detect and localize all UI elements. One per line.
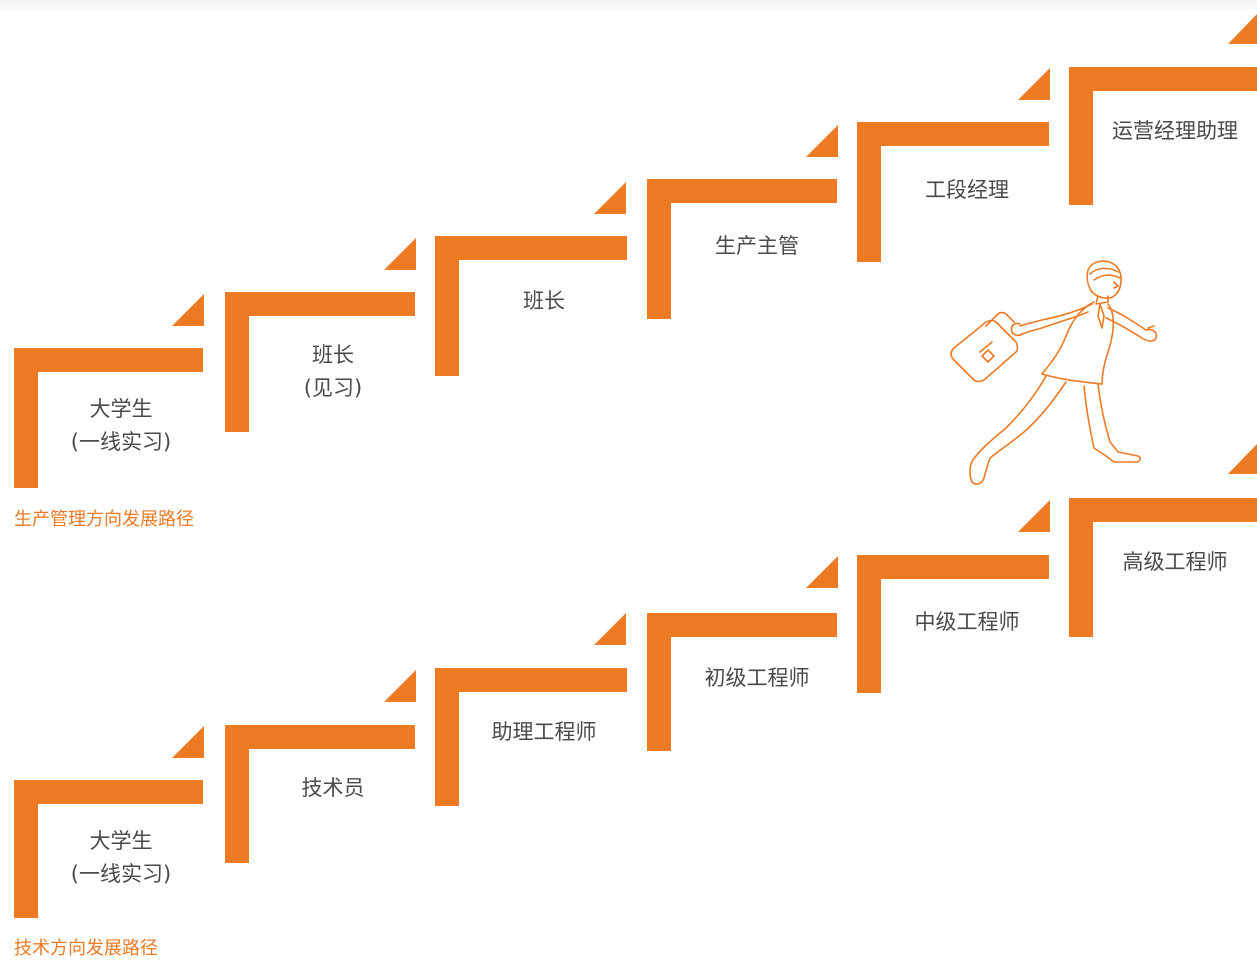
management-step-corner-2: [384, 238, 416, 270]
technical-path-title: 技术方向发展路径: [14, 938, 158, 959]
technical-step-corner-1: [172, 726, 204, 758]
management-step-4-label: 生产主管: [715, 234, 799, 258]
management-step-6-label: 运营经理助理: [1112, 119, 1238, 143]
management-step-3-label: 班长: [523, 289, 565, 313]
management-step-corner-1: [172, 294, 204, 326]
management-step-corner-4: [806, 125, 838, 157]
management-step-5-label: 工段经理: [925, 178, 1009, 202]
technical-step-4-label: 初级工程师: [704, 666, 810, 690]
technical-step-corner-3: [594, 613, 626, 645]
running-businessman-icon: [950, 260, 1158, 485]
technical-step-corner-6: [1228, 444, 1257, 474]
management-step-corner-5: [1018, 68, 1050, 100]
management-step-2-label: 班长(见习): [303, 343, 363, 400]
management-path-title: 生产管理方向发展路径: [14, 509, 194, 530]
technical-step-corner-5: [1018, 500, 1050, 532]
technical-step-1-label: 大学生(一线实习): [70, 829, 172, 886]
technical-step-3-label: 助理工程师: [491, 720, 597, 744]
technical-step-6-label: 高级工程师: [1122, 550, 1228, 574]
management-step-corner-6: [1228, 14, 1257, 44]
top-border: [0, 0, 1257, 9]
technical-step-2-label: 技术员: [301, 776, 365, 800]
management-step-1-label: 大学生(一线实习): [70, 397, 172, 454]
technical-step-corner-2: [384, 670, 416, 702]
management-step-corner-3: [594, 182, 626, 214]
technical-step-corner-4: [806, 556, 838, 588]
technical-step-5-label: 中级工程师: [914, 610, 1020, 634]
